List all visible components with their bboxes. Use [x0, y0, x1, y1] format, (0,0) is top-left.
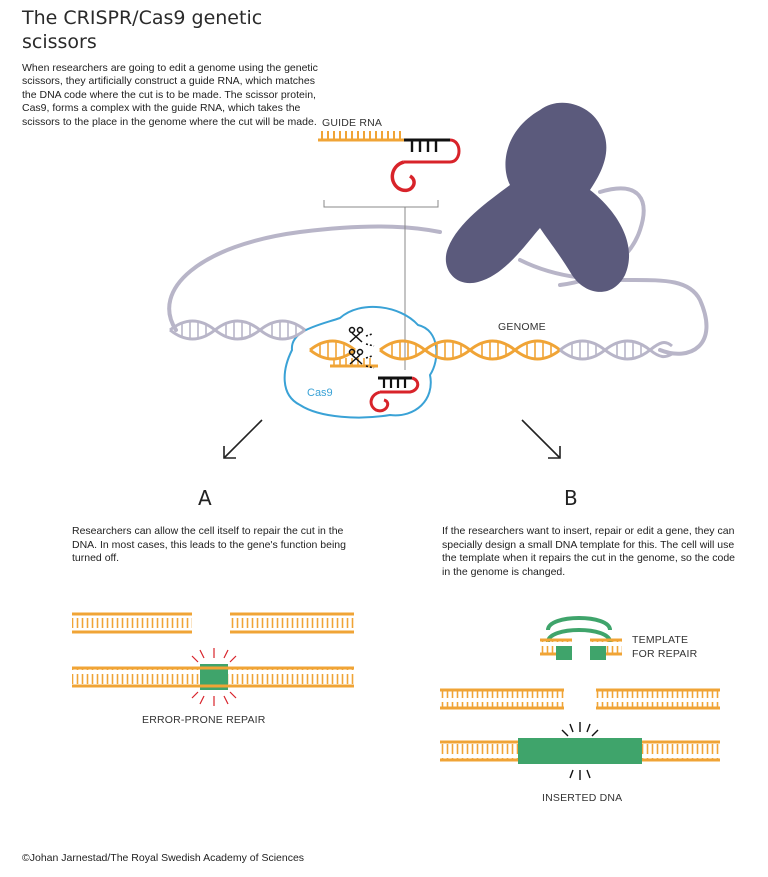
scissors-icon — [348, 326, 375, 369]
inserted-dna-label: INSERTED DNA — [542, 792, 623, 804]
panel-b-inserted-dna — [440, 722, 720, 780]
template-label-2: FOR REPAIR — [632, 648, 698, 660]
panel-a-text: Researchers can allow the cell itself to… — [72, 525, 346, 565]
chromosome-icon — [445, 102, 630, 292]
cas9-protein — [283, 305, 438, 419]
dna-helix-left — [169, 319, 306, 341]
repair-template-icon — [540, 616, 622, 660]
image-credit: ©Johan Jarnestad/The Royal Swedish Acade… — [22, 852, 305, 864]
intro-text: When researchers are going to edit a gen… — [22, 62, 318, 128]
panel-b-text: If the researchers want to insert, repai… — [442, 525, 736, 578]
genome-label: GENOME — [498, 321, 546, 333]
template-label-1: TEMPLATE — [632, 634, 689, 646]
dna-helix-right — [559, 339, 673, 361]
panel-b-cut-dna — [440, 688, 720, 710]
error-prone-label: ERROR-PRONE REPAIR — [142, 714, 266, 726]
guide-rna-bound — [330, 358, 420, 413]
dna-helix-target — [309, 339, 561, 361]
guide-rna-icon — [318, 131, 461, 193]
panel-a-letter: A — [198, 486, 212, 510]
guide-rna-label: GUIDE RNA — [322, 117, 383, 129]
panel-a-cut-dna — [72, 612, 354, 634]
arrow-down-right-icon — [521, 419, 561, 459]
arrow-down-left-icon — [223, 419, 263, 459]
bracket — [323, 200, 439, 370]
panel-b-letter: B — [564, 486, 578, 510]
cas9-label: Cas9 — [307, 387, 333, 399]
panel-a-repaired-dna — [72, 648, 354, 706]
page-title: The CRISPR/Cas9 genetic scissors — [22, 7, 263, 53]
